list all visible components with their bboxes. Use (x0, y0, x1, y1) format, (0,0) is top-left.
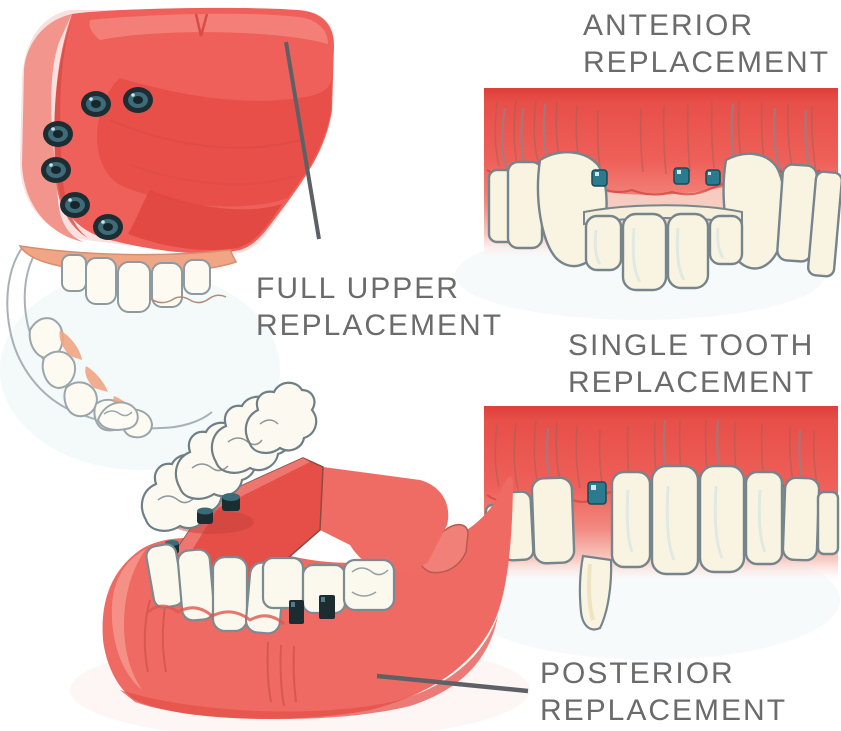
anterior-illustration (484, 88, 841, 292)
single-tooth-shading (625, 485, 767, 561)
single-tooth-row (484, 464, 840, 576)
single-implant-post (587, 481, 607, 505)
full-upper-illustration (6, 7, 334, 439)
anterior-replacement-label: ANTERIOR REPLACEMENT (583, 9, 831, 79)
posterior-floating-molars (140, 381, 318, 532)
denture-tail-sketch (96, 401, 139, 431)
posterior-leader-line (376, 673, 529, 694)
anterior-implant-posts (591, 167, 721, 187)
posterior-illustration (96, 381, 529, 720)
single-tooth-replacement-label: SINGLE TOOTH REPLACEMENT (568, 329, 816, 399)
full-upper-replacement-label: FULL UPPER REPLACEMENT (256, 272, 504, 342)
implant-fixtures (41, 87, 153, 240)
posterior-replacement-label: POSTERIOR REPLACEMENT (540, 657, 788, 727)
palate (22, 7, 334, 254)
posterior-teeth (145, 543, 396, 635)
full-upper-leader-line (284, 41, 321, 240)
single-tooth-illustration (484, 406, 840, 631)
posterior-gum-margin-line (147, 604, 285, 626)
posterior-implant-posts (289, 595, 335, 624)
bridge-sketch (583, 204, 744, 292)
single-crown (578, 554, 613, 631)
